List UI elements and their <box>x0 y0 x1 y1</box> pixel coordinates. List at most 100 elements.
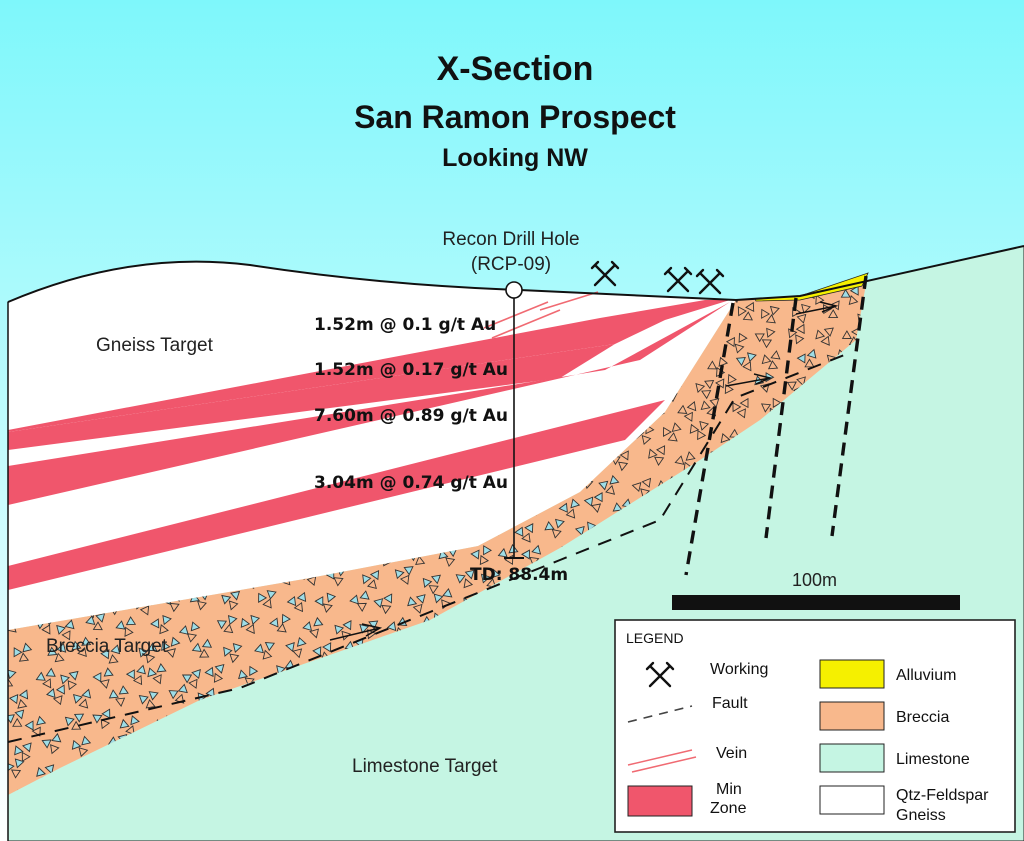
breccia-clast <box>24 720 34 731</box>
breccia-clast <box>118 685 129 695</box>
breccia-clast <box>820 335 830 346</box>
breccia-clast <box>130 715 140 726</box>
legend-limestone-label: Limestone <box>896 751 970 768</box>
breccia-clast <box>619 450 629 461</box>
breccia-clast <box>442 588 453 598</box>
legend-limestone-swatch <box>819 743 885 773</box>
breccia-clast <box>115 620 126 630</box>
breccia-clast <box>52 695 63 706</box>
breccia-clast <box>667 432 678 442</box>
breccia-clast <box>342 620 352 631</box>
breccia-clast <box>204 666 214 678</box>
breccia-clast <box>281 613 291 624</box>
breccia-clast <box>359 590 370 600</box>
intercept-label: 1.52m @ 0.17 g/t Au <box>314 360 508 380</box>
breccia-clast <box>631 482 642 493</box>
legend: LEGEND Working Fault Vein Min Zone Alluv… <box>614 619 1016 833</box>
breccia-clast <box>772 397 782 408</box>
breccia-clast <box>735 356 746 367</box>
breccia-clast <box>686 401 697 412</box>
breccia-clast <box>177 683 188 694</box>
working-icon <box>663 266 693 293</box>
breccia-clast <box>41 624 51 635</box>
breccia-clast <box>108 689 119 699</box>
breccia-clast <box>18 689 29 700</box>
fault-line <box>684 302 735 576</box>
breccia-clast <box>14 758 25 769</box>
legend-vein-label: Vein <box>716 745 747 762</box>
breccia-clast <box>229 653 240 664</box>
breccia-clast <box>709 398 720 408</box>
breccia-clast <box>739 397 749 409</box>
breccia-clast <box>399 574 410 585</box>
breccia-clast <box>761 354 772 365</box>
breccia-clast <box>92 672 102 683</box>
breccia-clast <box>765 314 776 324</box>
gneiss-target-label: Gneiss Target <box>96 335 214 356</box>
breccia-clast <box>245 623 255 635</box>
title-line-1: X-Section <box>437 50 594 88</box>
legend-gneiss-label-1: Qtz-Feldspar <box>896 787 989 804</box>
breccia-clast <box>480 573 491 584</box>
breccia-clast <box>367 579 377 590</box>
breccia-arrows <box>329 301 839 641</box>
breccia-clast <box>761 339 773 349</box>
legend-alluvium-label: Alluvium <box>896 667 956 684</box>
breccia-clast <box>430 574 441 585</box>
breccia-clast <box>92 621 103 631</box>
breccia-clast <box>262 649 273 660</box>
intercept-label: 7.60m @ 0.89 g/t Au <box>314 406 508 426</box>
breccia-clast <box>689 423 700 434</box>
breccia-clast <box>77 646 87 657</box>
breccia-clast <box>124 626 134 637</box>
breccia-clast <box>574 525 585 536</box>
breccia-clast <box>796 376 806 387</box>
breccia-clast <box>159 624 169 635</box>
breccia-clast <box>412 603 423 614</box>
breccia-clast <box>674 455 685 465</box>
legend-working-label: Working <box>710 661 768 678</box>
legend-alluvium-swatch <box>819 659 885 689</box>
legend-min-zone-swatch <box>627 785 693 817</box>
breccia-clast <box>663 426 672 437</box>
breccia-clast <box>770 350 781 360</box>
total-depth-label: TD: 88.4m <box>470 565 568 585</box>
breccia-clast <box>138 647 149 658</box>
scale-bar-rect <box>672 595 960 610</box>
breccia-clast <box>162 615 172 626</box>
breccia-clast <box>99 679 110 689</box>
breccia-clast <box>213 672 224 683</box>
breccia-clast <box>699 420 710 431</box>
limestone-target-label: Limestone Target <box>352 756 498 777</box>
legend-breccia-label: Breccia <box>896 709 949 726</box>
breccia-clast <box>490 568 501 579</box>
breccia-clast <box>455 574 466 584</box>
breccia-clast <box>761 308 771 319</box>
breccia-clast <box>618 461 629 472</box>
breccia-clast <box>715 378 725 389</box>
breccia-clast <box>326 592 337 603</box>
breccia-clast <box>119 718 130 729</box>
breccia-clast <box>736 408 746 419</box>
breccia-clast <box>36 715 47 726</box>
breccia-clast <box>10 769 22 779</box>
breccia-clast <box>85 615 96 626</box>
breccia-clast <box>296 636 307 647</box>
breccia-clast <box>191 669 201 680</box>
breccia-clast <box>36 766 46 777</box>
drill-hole-name: Recon Drill Hole <box>442 229 579 250</box>
breccia-clast <box>148 691 159 701</box>
breccia-clast <box>724 384 734 395</box>
breccia-clast <box>156 662 167 673</box>
breccia-clast <box>463 578 474 589</box>
breccia-clast <box>71 640 82 651</box>
breccia-clast <box>746 352 757 363</box>
breccia-clast <box>125 725 135 736</box>
breccia-clast <box>139 605 150 616</box>
layering-line <box>7 351 853 743</box>
breccia-clast <box>341 630 352 641</box>
breccia-clast <box>415 594 426 604</box>
breccia-clast <box>100 718 111 730</box>
